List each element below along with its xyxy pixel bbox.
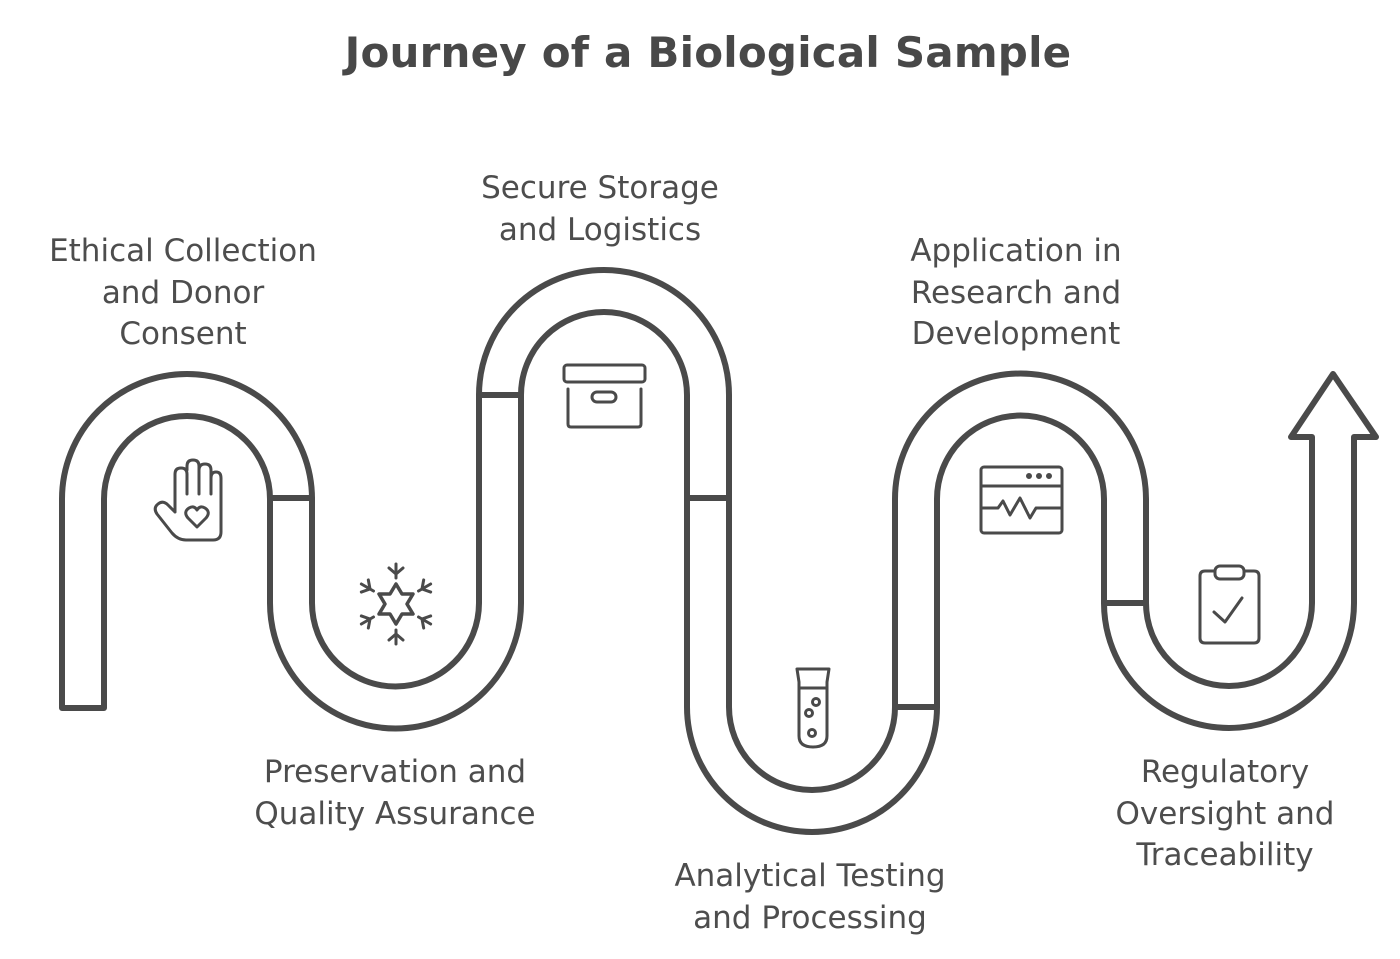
step-label-application: Application in Research and Development [910,233,1122,352]
snowflake-icon [359,562,433,646]
step-label-analytical-testing: Analytical Testing and Processing [674,858,946,936]
monitor-waveform-icon [979,465,1064,535]
step-label-secure-storage: Secure Storage and Logistics [481,170,719,248]
step-label-regulatory: Regulatory Oversight and Traceability [1115,754,1335,873]
clipboard-check-icon [1198,564,1261,645]
step-label-ethical-collection: Ethical Collection and Donor Consent [49,233,317,352]
test-tube-icon [795,667,831,749]
hand-heart-icon [153,458,223,542]
step-label-preservation: Preservation and Quality Assurance [254,754,536,832]
diagram-title: Journey of a Biological Sample [344,28,1072,77]
archive-box-icon [562,363,647,429]
